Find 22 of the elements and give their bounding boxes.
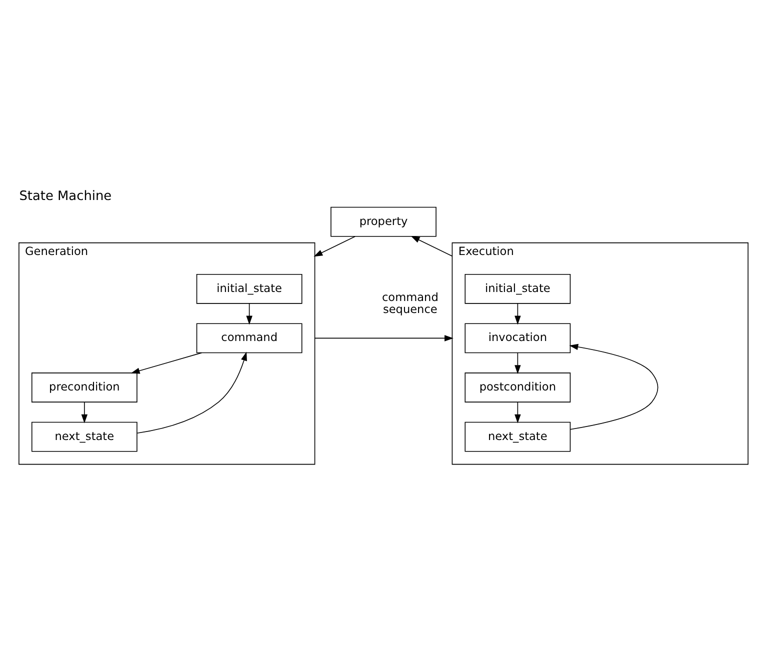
arrow <box>514 303 521 325</box>
arrow <box>314 236 356 257</box>
node-box: postcondition <box>464 372 571 402</box>
arrow <box>514 352 521 374</box>
diagram-title: State Machine <box>19 188 112 204</box>
node-box: next_state <box>31 422 138 452</box>
arrow <box>314 335 454 342</box>
arrow <box>81 402 88 424</box>
arrow <box>410 236 453 257</box>
arrow <box>136 352 247 434</box>
arrow <box>130 352 202 374</box>
node-box: precondition <box>31 372 138 402</box>
node-box: initial_state <box>196 274 302 304</box>
arrow <box>569 344 658 430</box>
node-box: next_state <box>464 422 571 452</box>
node-box: initial_state <box>464 274 571 304</box>
node-box: invocation <box>464 323 571 354</box>
arrow <box>246 303 252 325</box>
node-box: property <box>330 206 436 237</box>
edge-label: command sequence <box>382 290 438 316</box>
node-box: command <box>196 323 302 354</box>
arrow <box>514 402 521 424</box>
